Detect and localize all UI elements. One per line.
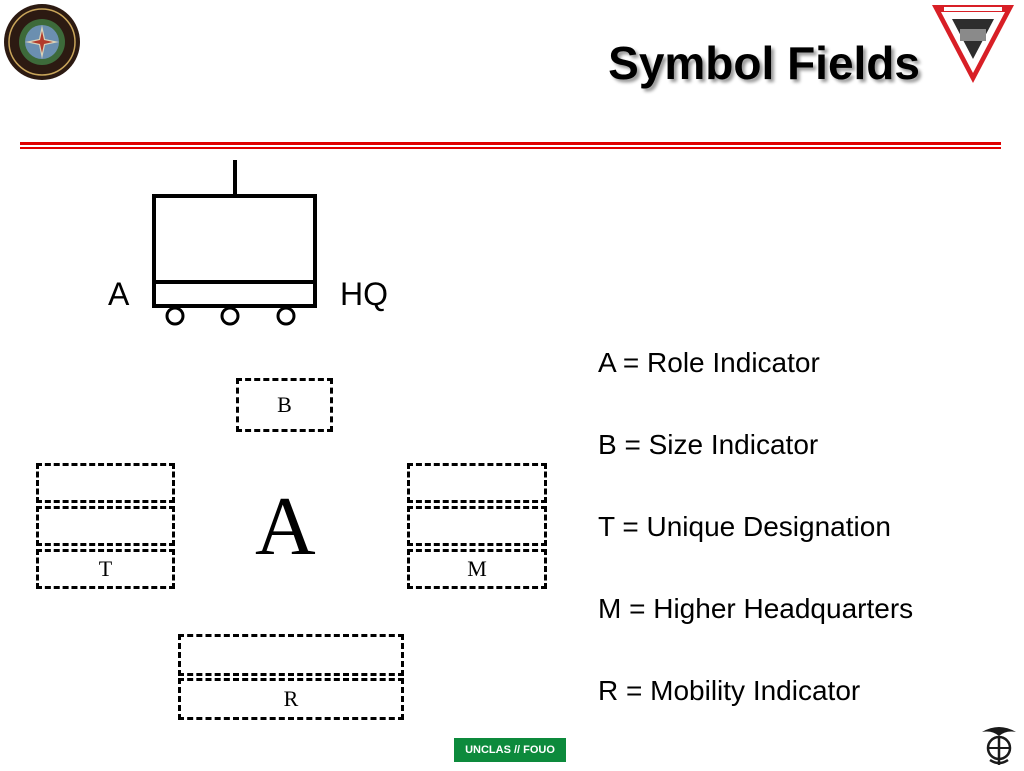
legend-role-indicator: A = Role Indicator xyxy=(598,347,820,378)
symbol-left-label: A xyxy=(108,276,130,312)
field-right-box-2 xyxy=(407,506,547,546)
field-t-box xyxy=(36,549,175,589)
symbol-right-label: HQ xyxy=(340,276,388,312)
field-left-box-2 xyxy=(36,506,175,546)
wheel-right xyxy=(276,306,296,326)
field-r-box xyxy=(178,678,404,720)
title-divider-top xyxy=(20,142,1001,145)
field-m-label: M xyxy=(467,556,487,581)
field-m-box xyxy=(407,549,547,589)
legend-higher-headquarters: M = Higher Headquarters xyxy=(598,593,914,624)
field-b-label: B xyxy=(277,392,292,417)
legend-unique-designation: T = Unique Designation xyxy=(598,511,891,542)
classification-banner: UNCLAS // FOUO xyxy=(454,738,566,762)
triangle-logo-icon xyxy=(932,5,1014,83)
unit-symbol-diagram xyxy=(152,160,317,326)
eagle-globe-anchor-emblem xyxy=(978,722,1020,766)
marine-corps-intelligence-schools-logo xyxy=(3,3,81,81)
field-b-box xyxy=(236,378,333,432)
field-center-label: A xyxy=(255,480,316,573)
field-left-box-1 xyxy=(36,463,175,503)
page-title: Symbol Fields xyxy=(608,37,920,89)
frame-rectangle xyxy=(152,194,317,308)
seal-icon xyxy=(4,4,80,80)
wheel-middle xyxy=(220,306,240,326)
company-level-intelligence-cell-logo xyxy=(930,3,1016,85)
field-r-label: R xyxy=(283,686,299,711)
field-t-label: T xyxy=(98,556,113,581)
title-divider-bottom xyxy=(20,147,1001,149)
emblem-icon xyxy=(982,727,1016,765)
field-bottom-box-1 xyxy=(178,634,404,676)
field-right-box-1 xyxy=(407,463,547,503)
legend-size-indicator: B = Size Indicator xyxy=(598,429,819,460)
legend-mobility-indicator: R = Mobility Indicator xyxy=(598,675,861,706)
wheel-left xyxy=(165,306,185,326)
